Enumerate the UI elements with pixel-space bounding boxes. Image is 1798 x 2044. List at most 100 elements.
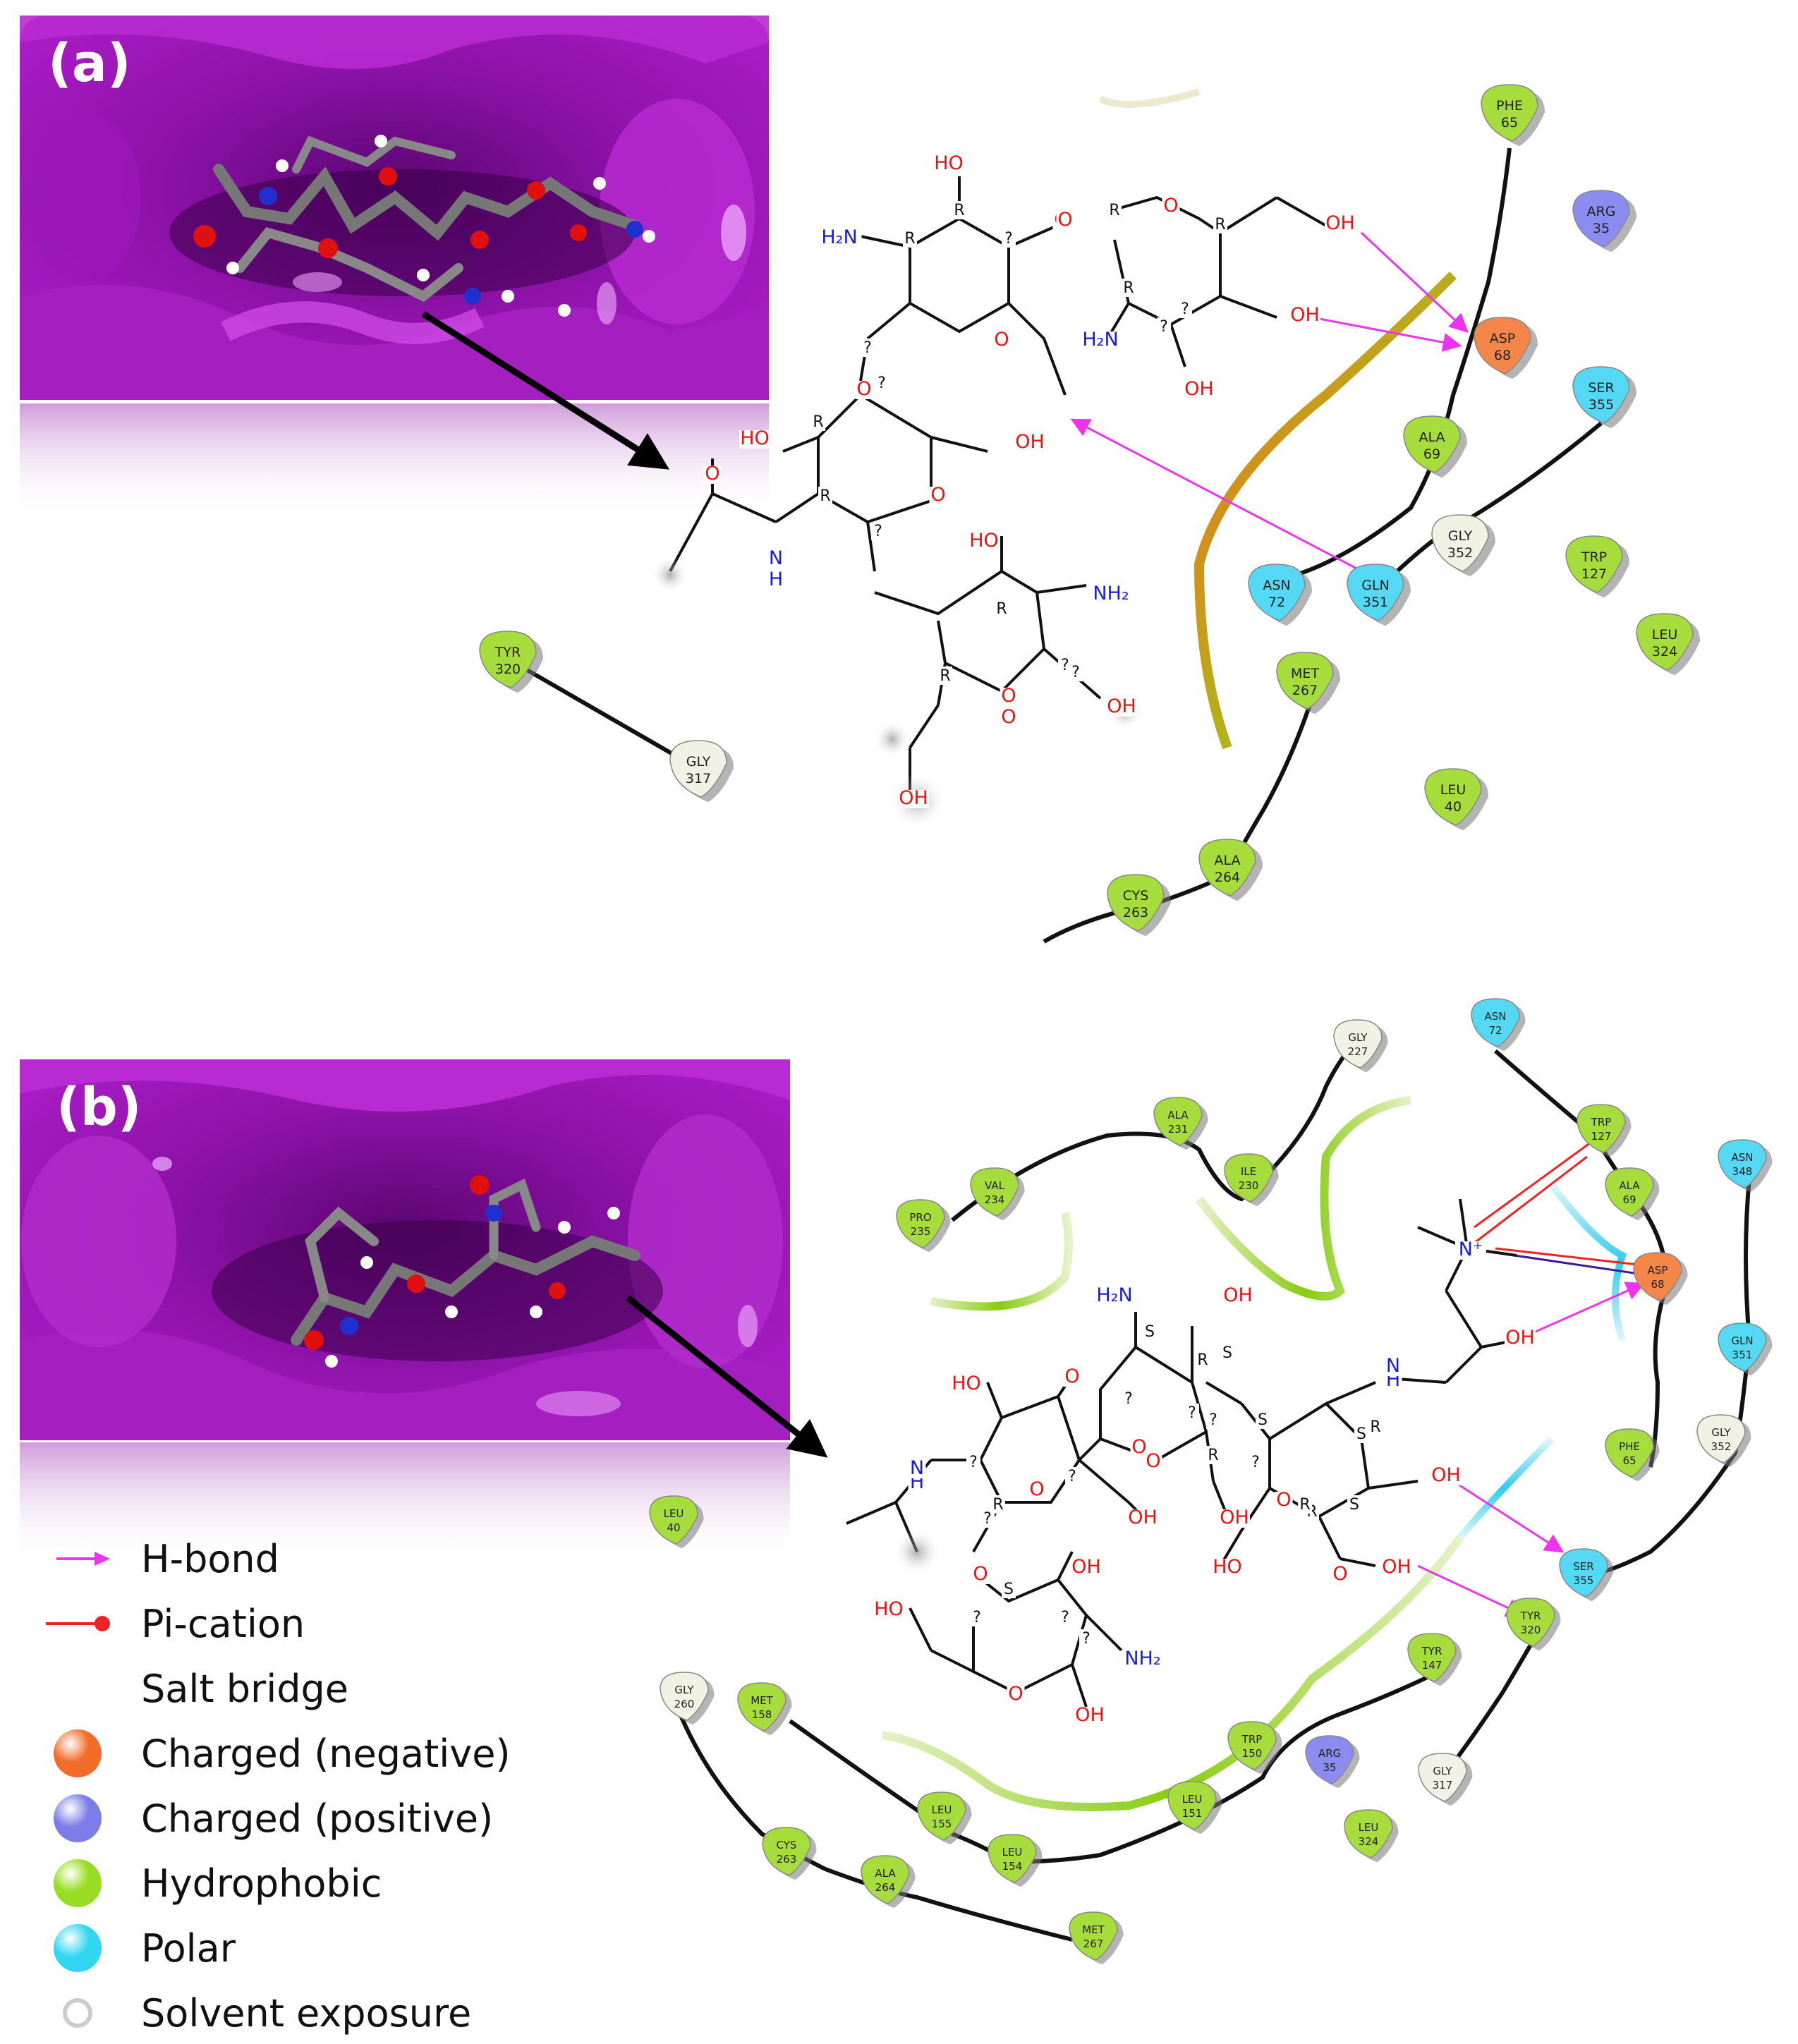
residue-name: CYS <box>777 1839 797 1851</box>
atom-label: R <box>940 667 950 685</box>
residue-number: 35 <box>1593 221 1610 236</box>
atom-label: R <box>1123 279 1134 297</box>
atom-label: NH₂ <box>1093 583 1129 604</box>
atom-label: R <box>904 230 915 248</box>
residue-name: GLN <box>1731 1334 1753 1347</box>
panel-b-3d-view <box>20 1059 828 1562</box>
legend-label: Salt bridge <box>141 1666 348 1711</box>
atom-label: ? <box>1061 657 1069 674</box>
residue-number: 351 <box>1363 595 1388 610</box>
residue-number: 320 <box>1521 1624 1541 1636</box>
residue-number: 267 <box>1292 683 1318 698</box>
legend-item-h-bond: H-bond <box>35 1531 279 1587</box>
residue-number: 68 <box>1651 1278 1664 1291</box>
atom-label: ? <box>863 339 872 357</box>
atom-label: O <box>1029 1478 1044 1500</box>
atom-label: R <box>992 1496 1003 1514</box>
residue-number: 147 <box>1422 1659 1442 1672</box>
atom-label: HO <box>969 530 999 552</box>
atom-label: O <box>1276 1489 1291 1511</box>
residue-number: 127 <box>1591 1130 1612 1143</box>
residue-number: 65 <box>1622 1454 1636 1467</box>
legend-item-pi-cation: Pi-cation <box>35 1595 305 1652</box>
atom-label: ? <box>1068 1468 1076 1485</box>
residue-name: LEU <box>932 1803 952 1816</box>
atom-label: N⁺ <box>1459 1239 1483 1260</box>
atom-label: OH <box>1290 304 1320 326</box>
residue-cys-263: CYS 263 <box>762 1827 817 1880</box>
residue-number: 351 <box>1732 1349 1753 1361</box>
solvent-exposure-halos-a <box>652 556 1142 829</box>
atom-label: ? <box>1251 1454 1260 1471</box>
legend-label: Charged (positive) <box>141 1796 494 1841</box>
residue-number: 317 <box>686 771 711 786</box>
atom-label: OH <box>1071 1556 1101 1578</box>
legend-item-charged-positive: Charged (positive) <box>35 1790 493 1847</box>
residue-name: ALA <box>1619 1179 1640 1192</box>
residue-name: SER <box>1573 1560 1593 1573</box>
atom-label: O <box>705 463 719 485</box>
residue-name: LEU <box>1440 782 1466 798</box>
residue-number: 127 <box>1581 566 1607 582</box>
residue-name: LEU <box>1359 1821 1379 1834</box>
residue-name: TRP <box>1591 1116 1612 1129</box>
atom-labels-b: N⁺H₂NOHSRSOHHOO??OHNRSS?R?O?R?OHHN?OROHO… <box>873 1239 1536 1726</box>
line-icon <box>35 1595 120 1652</box>
residue-name: LEU <box>664 1507 684 1520</box>
atom-label: OH <box>1015 431 1045 453</box>
residue-leu-155: LEU 155 <box>917 1791 972 1845</box>
atom-label: OH <box>1382 1556 1411 1578</box>
residue-number: 348 <box>1732 1165 1753 1178</box>
legend-item-polar: Polar <box>35 1920 236 1976</box>
residue-arg-35: ARG 35 <box>1572 190 1636 253</box>
residue-number: 264 <box>875 1881 896 1894</box>
hbond-arrow-icon <box>35 1531 120 1587</box>
residue-gln-351: GLN 351 <box>1718 1322 1773 1376</box>
residue-name: ALA <box>1214 853 1240 868</box>
residue-number: 317 <box>1433 1779 1453 1791</box>
atom-label: ? <box>1061 1609 1069 1626</box>
atom-label: R <box>1370 1418 1380 1436</box>
residue-number: 263 <box>777 1853 797 1866</box>
atom-label: HO <box>952 1373 981 1394</box>
residue-number: 355 <box>1589 397 1614 413</box>
atom-label: O <box>930 484 945 506</box>
legend-label: Pi-cation <box>141 1601 305 1646</box>
atom-label: OH <box>1184 378 1214 400</box>
atom-label: HO <box>1213 1556 1242 1578</box>
residue-name: LEU <box>1652 627 1678 643</box>
atom-label: HO <box>874 1598 904 1620</box>
residue-name: ALA <box>1167 1109 1189 1121</box>
sphere-icon <box>35 1855 120 1911</box>
atom-label: R <box>1299 1496 1310 1514</box>
pocket-curve <box>1098 88 1201 108</box>
residue-number: 320 <box>495 662 521 677</box>
atom-label: S <box>1145 1323 1155 1341</box>
atom-label: HO <box>740 427 770 449</box>
residue-number: 231 <box>1168 1123 1189 1136</box>
residue-number: 260 <box>674 1698 695 1710</box>
atom-label: H₂N <box>1096 1284 1132 1306</box>
residue-name: GLY <box>686 754 711 769</box>
atom-label: O <box>1008 1683 1023 1705</box>
atom-label: ? <box>983 1510 992 1528</box>
residue-name: ARG <box>1587 204 1616 219</box>
residue-name: GLY <box>1711 1426 1731 1439</box>
panel-label-b: (b) <box>56 1077 142 1138</box>
residue-number: 155 <box>932 1818 952 1830</box>
